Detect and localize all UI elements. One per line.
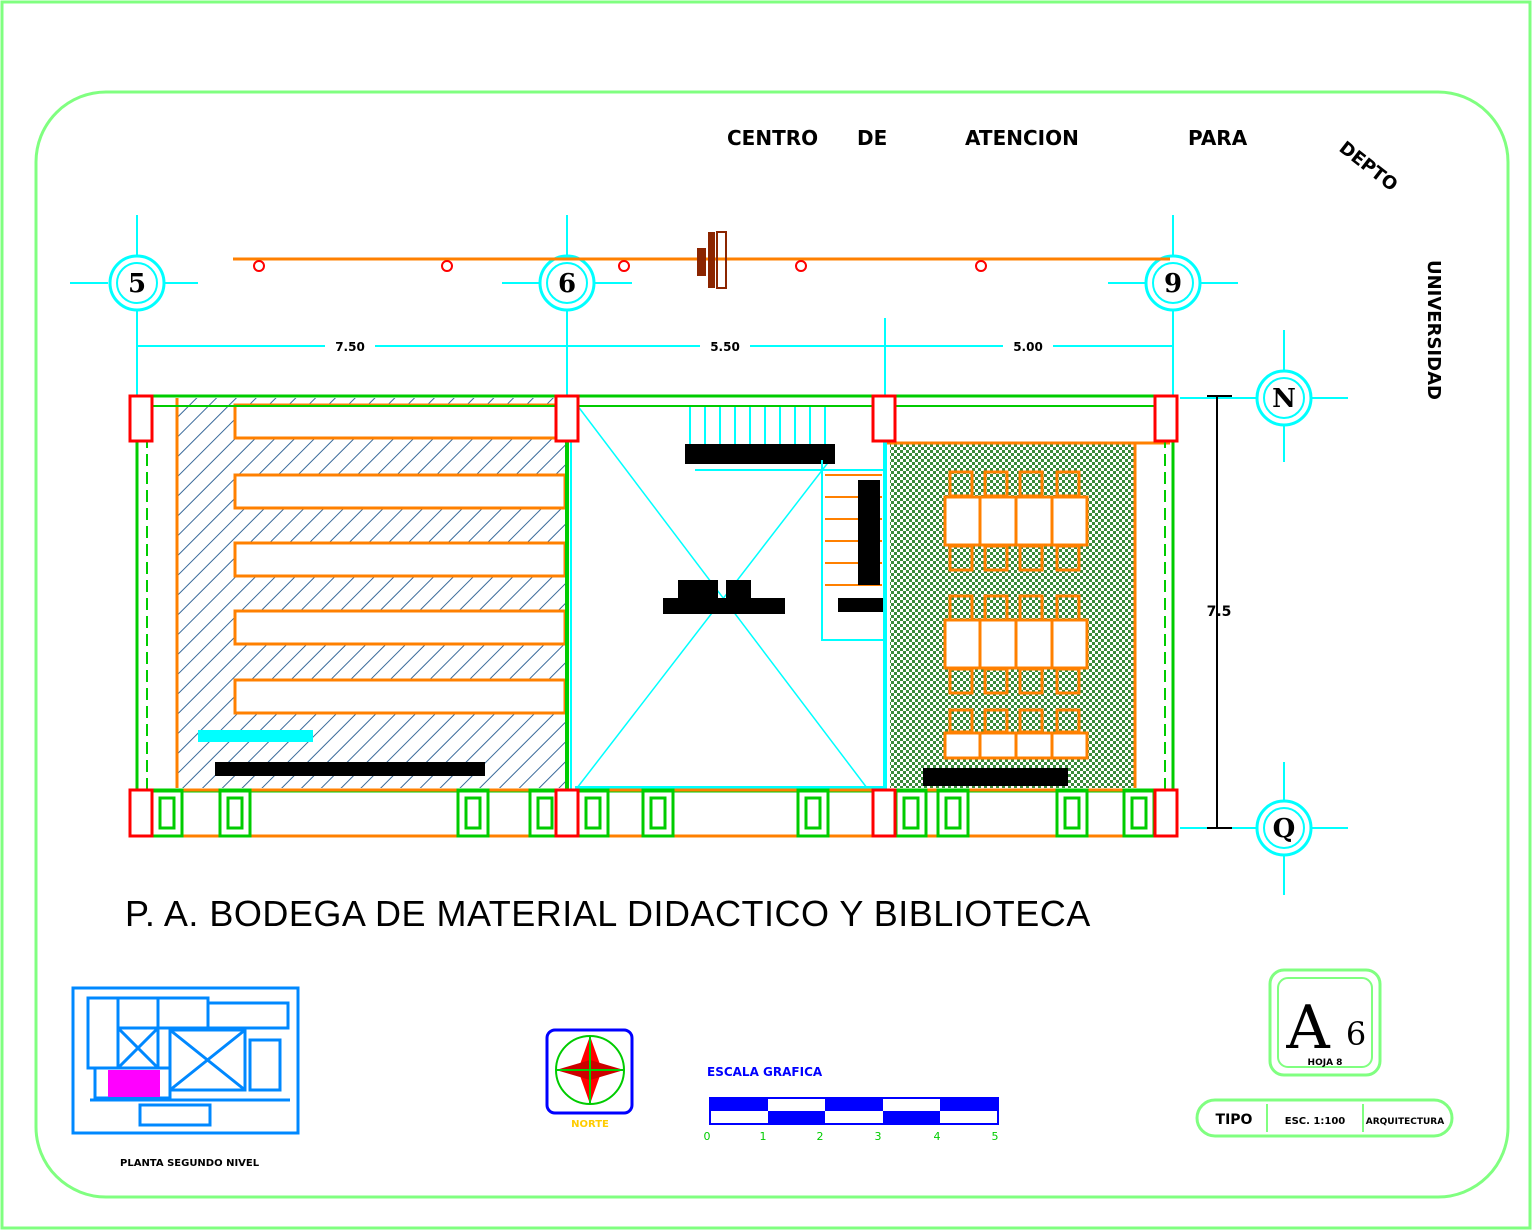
scale-title: ESCALA GRAFICA — [707, 1065, 823, 1079]
axis-label-6: 6 — [558, 269, 576, 299]
dimension-line — [136, 336, 1174, 356]
title-block-cell-3: ARQUITECTURA — [1366, 1117, 1444, 1127]
scale-tick-2: 2 — [817, 1130, 824, 1143]
sheet-sub: HOJA 8 — [1308, 1058, 1343, 1068]
header-word-3: ATENCION — [965, 126, 1079, 150]
header-word-1: CENTRO — [727, 126, 818, 150]
height-dimension — [1207, 395, 1232, 829]
axis-label-9: 9 — [1164, 269, 1182, 299]
title-block — [1195, 1098, 1454, 1138]
axis-bubble-5: 5 — [108, 254, 166, 312]
compass-label: NORTE — [571, 1119, 609, 1130]
scale-tick-0: 0 — [704, 1130, 711, 1143]
scale-ticks: 0 1 2 3 4 5 — [704, 1130, 999, 1143]
inner-frame — [34, 90, 1510, 1199]
key-plan-label: PLANTA SEGUNDO NIVEL — [120, 1158, 260, 1169]
columns — [128, 394, 1179, 838]
scale-tick-1: 1 — [760, 1130, 767, 1143]
dimension-height: 7.5 — [1207, 604, 1232, 620]
axis-bubble-9: 9 — [1144, 254, 1202, 312]
title-block-cell-1: TIPO — [1216, 1112, 1253, 1128]
axis-label-5: 5 — [128, 269, 146, 299]
dimension-span-1: 7.50 — [335, 340, 365, 354]
sheet-number-box — [1268, 968, 1382, 1077]
scale-tick-4: 4 — [934, 1130, 941, 1143]
plan-title: P. A. BODEGA DE MATERIAL DIDACTICO Y BIB… — [125, 893, 1091, 934]
key-plan-highlight — [108, 1070, 160, 1097]
key-plan — [71, 986, 300, 1135]
axis-bubble-6: 6 — [538, 254, 596, 312]
axis-label-q: Q — [1273, 814, 1296, 844]
scale-tick-5: 5 — [992, 1130, 999, 1143]
header-word-4: PARA — [1188, 126, 1248, 150]
window-frames — [150, 788, 1156, 838]
graphic-scale-bar — [709, 1097, 999, 1125]
library-room — [885, 441, 1170, 788]
dimension-span-2: 5.50 — [710, 340, 740, 354]
rotated-header-text: DEPTO — [1335, 137, 1402, 195]
roof-edge — [233, 231, 1170, 289]
sheet-letter: A — [1285, 993, 1330, 1063]
scale-tick-3: 3 — [875, 1130, 882, 1143]
axis-bubble-q: Q — [1255, 799, 1313, 857]
bodega-room — [175, 398, 567, 788]
dimension-span-3: 5.00 — [1013, 340, 1043, 354]
sheet-number: 6 — [1346, 1015, 1366, 1053]
side-label: UNIVERSIDAD — [1423, 260, 1444, 400]
header-word-2: DE — [857, 126, 887, 150]
axis-bubble-n: N — [1255, 369, 1313, 427]
title-block-cell-2: ESC. 1:100 — [1285, 1116, 1346, 1127]
axis-label-n: N — [1272, 384, 1296, 414]
stair-hall — [576, 404, 885, 789]
compass-icon — [545, 1028, 634, 1115]
